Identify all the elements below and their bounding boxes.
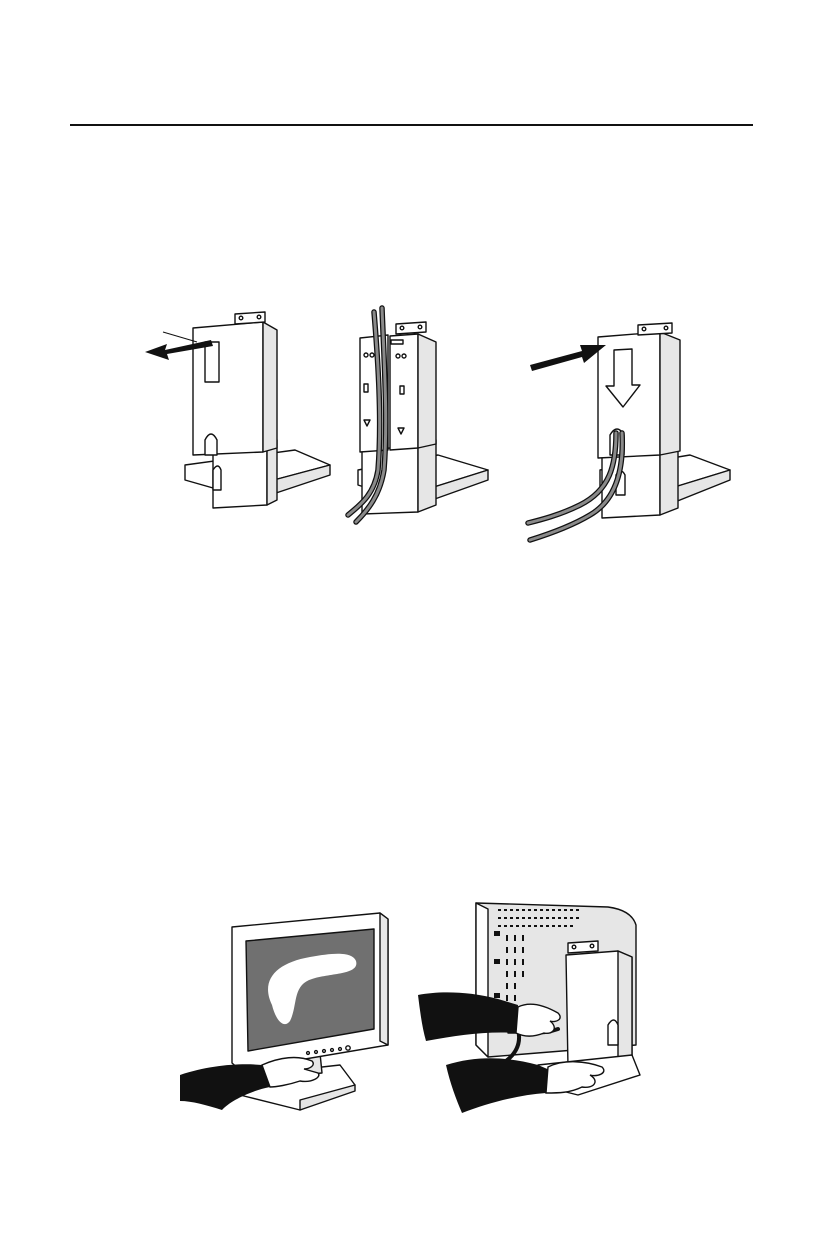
monitor-rear-hands-icon [418, 895, 643, 1115]
stand-cables-icon [338, 300, 493, 525]
header-rule [70, 124, 753, 126]
stand-cover-down-arrow-icon [520, 315, 735, 545]
stand-cover-arrow-icon [145, 300, 340, 525]
monitor-front-hand-icon [180, 905, 395, 1120]
